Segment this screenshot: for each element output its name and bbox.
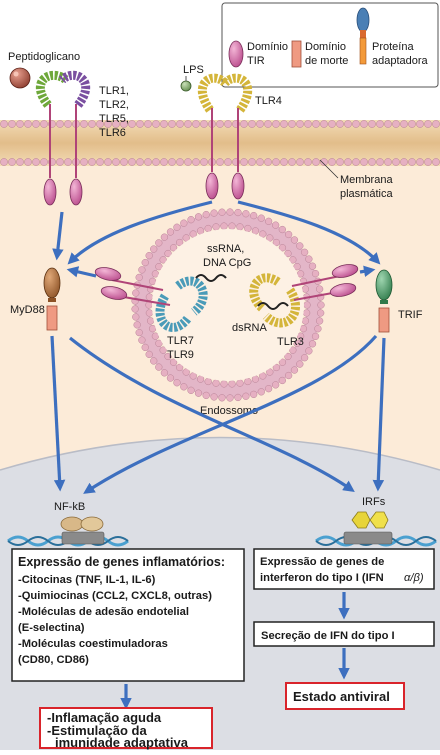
interferon-genes-box: Expressão de genes de interferon do tipo… [253, 548, 435, 590]
tlr9-label: TLR9 [167, 349, 194, 361]
inflammatory-line-chemokines: -Quimiocinas (CCL2, CXCL8, outras) [18, 590, 212, 602]
death-domain [378, 307, 390, 333]
dsrna-label: dsRNA [232, 322, 268, 334]
arrow-surface-tlr-to-myd88 [52, 211, 64, 261]
tir-domain [205, 172, 219, 200]
legend-death-line1: Domínio [305, 41, 346, 53]
ifn-secretion-box: Secreção de IFN do tipo I [253, 621, 435, 647]
tlr6-label: TLR6 [99, 127, 126, 139]
death-domain [46, 305, 58, 331]
tir-domain [331, 264, 359, 278]
inflammatory-title: Expressão de genes inflamatórios: [18, 555, 225, 569]
membrane-label-line2: plasmática [340, 188, 393, 200]
tlr3-endosomal [249, 264, 359, 328]
legend-adaptor-line1: Proteína [372, 41, 414, 53]
tlr3-label: TLR3 [277, 336, 304, 348]
legend-tir-line1: Domínio [247, 41, 288, 53]
outcome-acute-inflammation: -Inflamação aguda [47, 710, 162, 725]
endosome-label: Endossomo [200, 405, 258, 417]
tir-domain [100, 286, 128, 300]
arrow-trif-to-irfs [372, 337, 386, 492]
lps-label: LPS [183, 64, 204, 76]
tlr1-label: TLR1, [99, 85, 129, 97]
inflammatory-line-eselectin: (E-selectina) [18, 622, 85, 634]
nfkb-label: NF-kB [54, 501, 85, 513]
arrow-trif-to-nfkb [83, 334, 378, 494]
tlr7-label: TLR7 [167, 335, 194, 347]
peptidoglycan-label: Peptidoglicano [8, 51, 80, 63]
interferon-line1: Expressão de genes de [260, 556, 384, 568]
inflammatory-line-costim: -Moléculas coestimuladoras [18, 638, 168, 650]
endosome [131, 208, 325, 402]
arrow-tlr3-to-trif [359, 265, 376, 278]
arrow-myd88-to-irfs [69, 336, 355, 492]
outcome-stimulation: -Estimulação da [47, 723, 147, 738]
membrane-label-line1: Membrana [340, 174, 393, 186]
nfkb-dna-complex [7, 516, 129, 547]
irfs-label: IRFs [362, 496, 386, 508]
antiviral-outcome-box: Estado antiviral [285, 682, 405, 710]
arrow-tlr7-9-to-myd88 [66, 266, 97, 278]
ssrna-label-line2: DNA CpG [203, 257, 251, 269]
trif-label: TRIF [398, 309, 423, 321]
tir-domain [69, 178, 83, 206]
myd88-label: MyD88 [10, 304, 45, 316]
tir-domain [43, 178, 57, 206]
arrow-myd88-to-nfkb [50, 335, 66, 492]
cpg-dna-strand [195, 274, 227, 282]
signaling-arrows [50, 200, 386, 494]
tir-domain [94, 267, 122, 281]
arrow-tlr4-to-trif [237, 200, 381, 265]
tir-domain-legend-icon [228, 40, 244, 68]
inflammatory-line-adhesion: -Moléculas de adesão endotelial [18, 606, 189, 618]
plasma-membrane [0, 120, 440, 166]
interferon-alpha-beta: α/β) [404, 572, 424, 584]
outcome-antiviral: Estado antiviral [293, 689, 390, 704]
legend-adaptor-line2: adaptadora [372, 55, 429, 67]
adaptor-protein-legend-icon [356, 7, 370, 65]
interferon-line2: interferon do tipo I (IFN [260, 572, 384, 584]
dsrna-strand [257, 302, 289, 310]
outcome-adaptive-immunity: imunidade adaptativa [55, 735, 189, 750]
tlr7-tlr9-endosomal [94, 267, 208, 332]
irfs-dna-complex [315, 511, 437, 547]
lps-ligand [180, 76, 192, 92]
legend-tir-line2: TIR [247, 55, 265, 67]
tlr4-surface-dimer [198, 73, 252, 200]
lower-arrows [120, 592, 350, 710]
inflammatory-genes-box: Expressão de genes inflamatórios: -Citoc… [11, 548, 245, 682]
tlr2-label: TLR2, [99, 99, 129, 111]
tlr-surface-dimer-left [36, 70, 90, 206]
trif-adaptor [375, 269, 393, 333]
inflammatory-line-cytokines: -Citocinas (TNF, IL-1, IL-6) [18, 574, 156, 586]
legend-death-line2: de morte [305, 55, 348, 67]
ssrna-label-line1: ssRNA, [207, 243, 244, 255]
inflammatory-line-cd80: (CD80, CD86) [18, 654, 89, 666]
myd88-adaptor [43, 267, 61, 331]
death-domain-legend-icon [291, 40, 302, 68]
tir-domain [231, 172, 245, 200]
legend: Domínio TIR Domínio de morte Proteína ad… [221, 2, 439, 88]
tir-domain [329, 283, 357, 297]
peptidoglycan-ligand [9, 67, 31, 89]
inflammation-outcome-box: -Inflamação aguda -Estimulação da imunid… [39, 707, 213, 750]
arrow-tlr4-to-myd88 [67, 200, 213, 265]
ifn-secretion-label: Secreção de IFN do tipo I [261, 630, 395, 642]
tlr5-label: TLR5, [99, 113, 129, 125]
tlr4-label: TLR4 [255, 95, 282, 107]
